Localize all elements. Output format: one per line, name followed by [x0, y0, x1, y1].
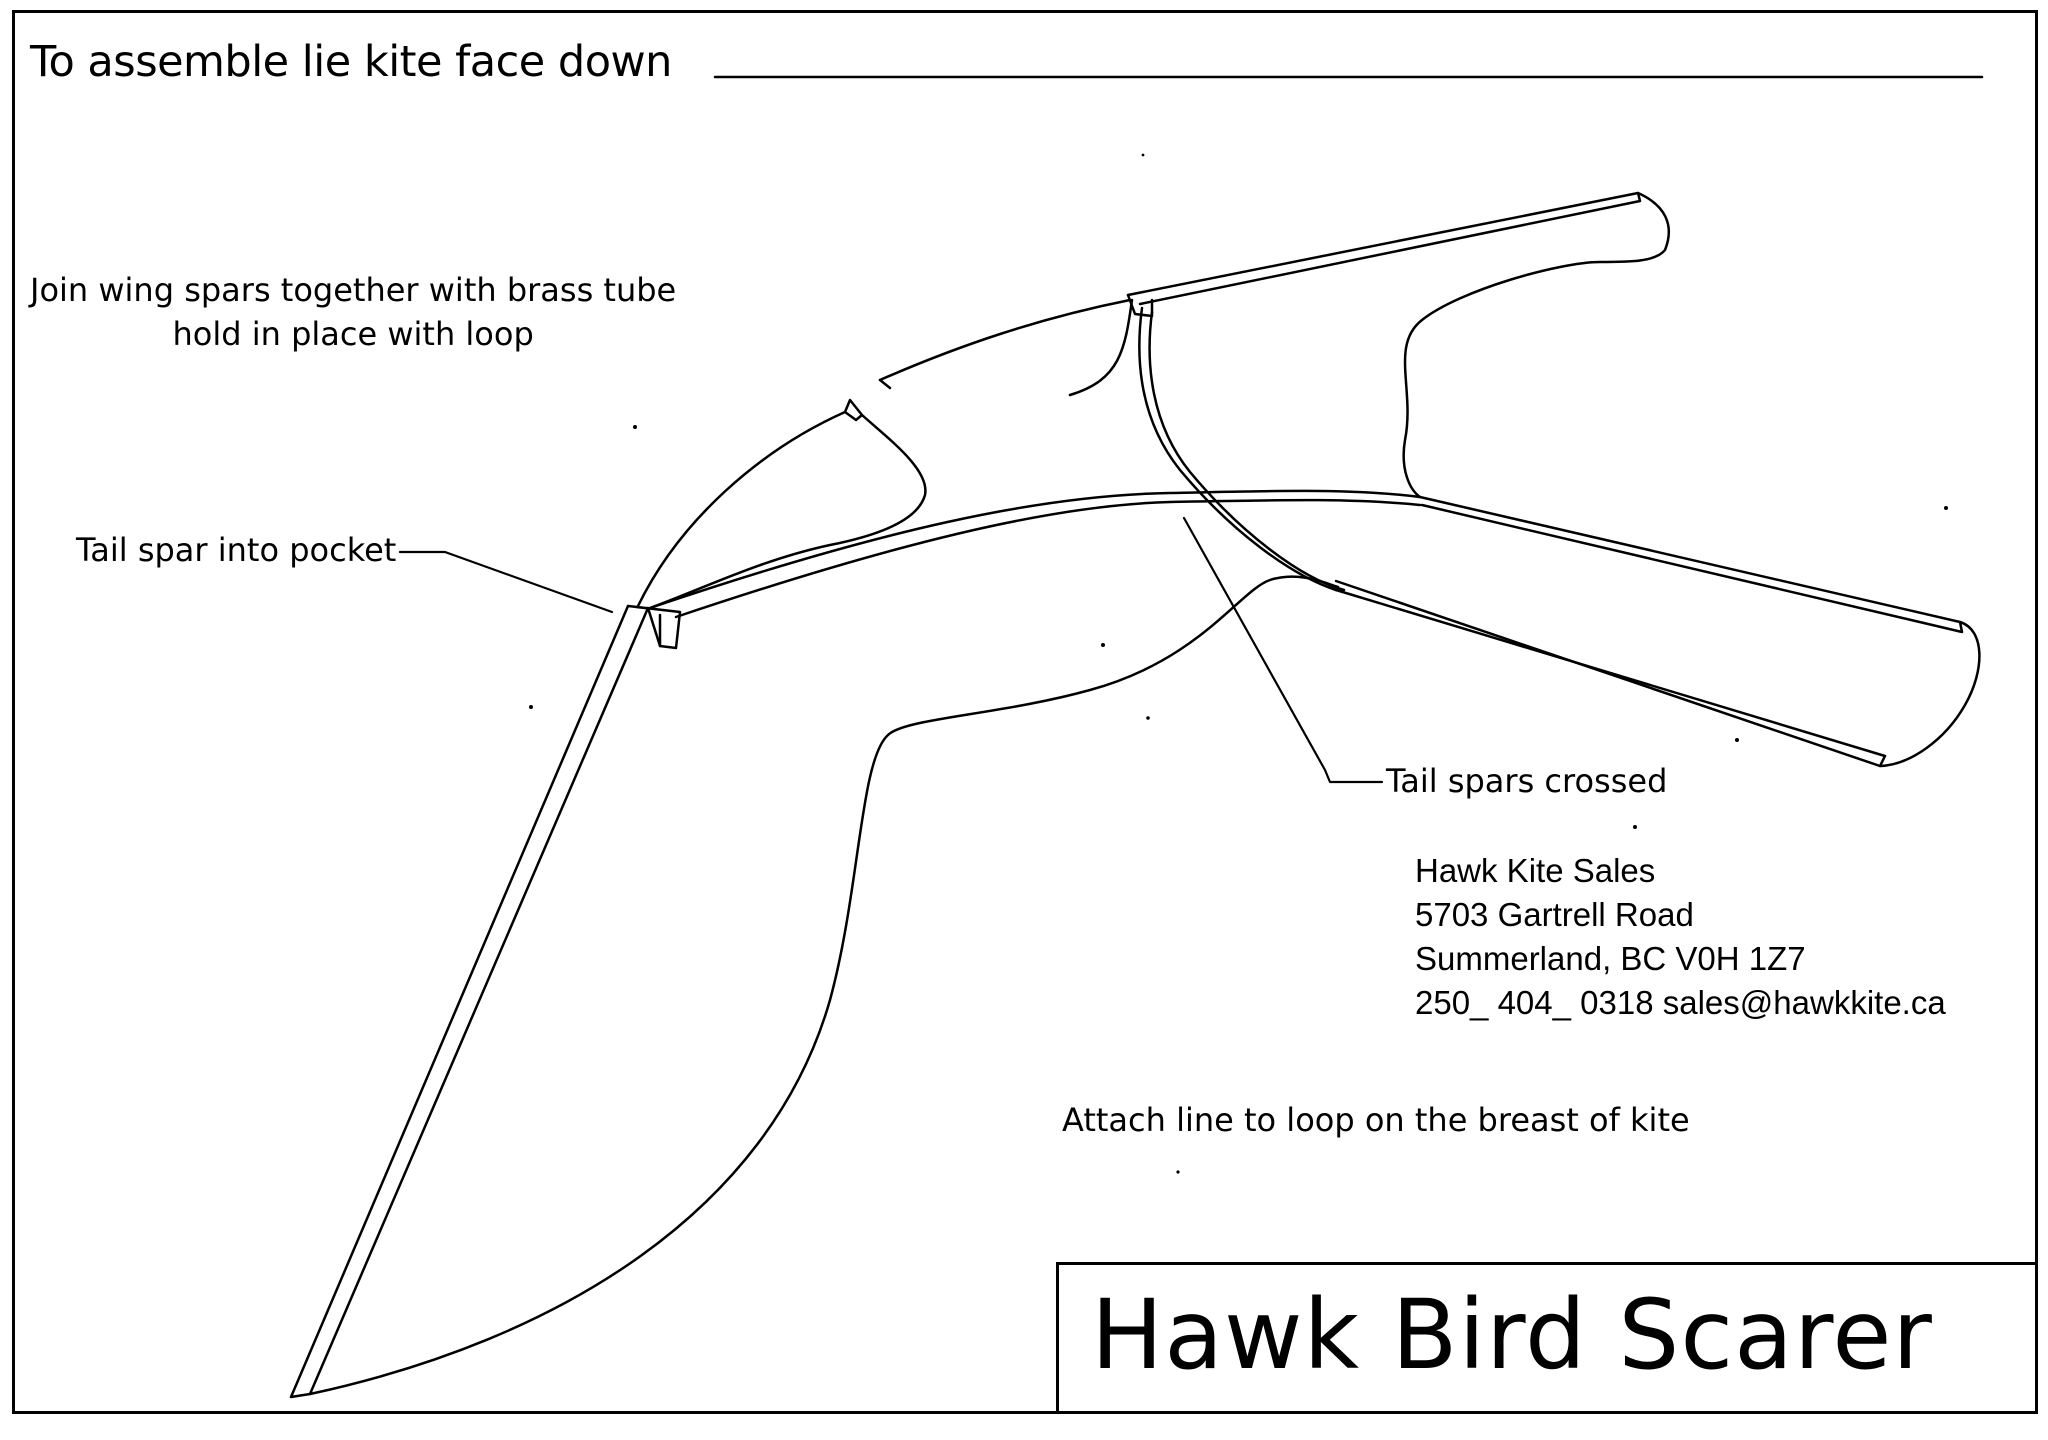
tail-pocket-leader [398, 550, 614, 614]
right-wing [1068, 191, 1670, 499]
tail-crossed-leader [1182, 516, 1384, 784]
attach-line-note: Attach line to loop on the breast of kit… [1062, 1101, 1690, 1139]
assembly-heading: To assemble lie kite face down [30, 37, 672, 87]
company-address: Hawk Kite Sales 5703 Gartrell Road Summe… [1415, 849, 1946, 1025]
product-title: Hawk Bird Scarer [1091, 1279, 1933, 1391]
leader-lines [398, 516, 1384, 784]
head-stub [878, 378, 892, 390]
title-box: Hawk Bird Scarer [1056, 1262, 2038, 1414]
join-wing-spars-note: Join wing spars together with brass tube… [30, 268, 676, 356]
page-frame [12, 10, 2038, 1414]
join-note-line2: hold in place with loop [172, 315, 534, 354]
body-spar [648, 489, 1422, 619]
head-outline [636, 298, 1132, 610]
scan-specks [529, 153, 1948, 1174]
left-wing [289, 575, 1340, 1399]
company-name: Hawk Kite Sales [1415, 852, 1656, 889]
tail-crossed-note: Tail spars crossed [1386, 762, 1668, 800]
tail [1138, 306, 1981, 768]
company-street: 5703 Gartrell Road [1415, 896, 1694, 933]
join-note-line1: Join wing spars together with brass tube [30, 271, 677, 309]
company-city: Summerland, BC V0H 1Z7 [1415, 940, 1806, 977]
company-contact: 250_ 404_ 0318 sales@hawkkite.ca [1415, 984, 1946, 1021]
tail-pocket-note: Tail spar into pocket [76, 531, 397, 569]
